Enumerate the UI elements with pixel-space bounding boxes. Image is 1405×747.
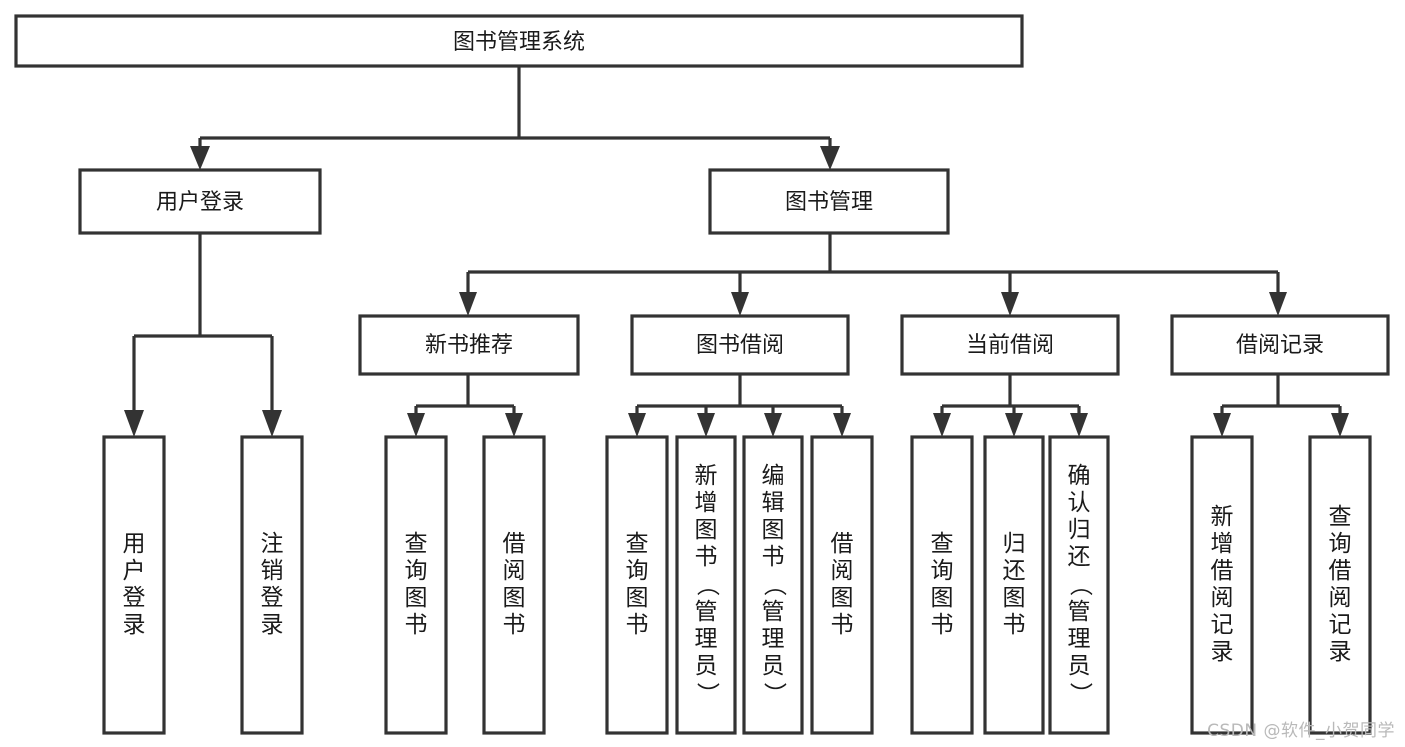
node-leaf-borrow-edit-book-box[interactable] bbox=[742, 435, 804, 735]
node-new-book-recommend[interactable]: 新书推荐 bbox=[358, 314, 580, 376]
node-borrow-record[interactable]: 借阅记录 bbox=[1170, 314, 1390, 376]
arrow-head-to-leaf-record-add bbox=[1213, 413, 1231, 437]
node-current-borrow-box[interactable] bbox=[900, 314, 1120, 376]
arrow-head-to-leaf-rec-borrow-book bbox=[505, 413, 523, 437]
arrow-head-to-leaf-record-query bbox=[1331, 413, 1349, 437]
node-current-borrow[interactable]: 当前借阅 bbox=[900, 314, 1120, 376]
arrow-head-to-book-borrow bbox=[731, 292, 749, 316]
node-new-book-recommend-label: 新书推荐 bbox=[425, 333, 513, 358]
arrow-head-to-leaf-user-login bbox=[124, 410, 144, 437]
node-book-borrow[interactable]: 图书借阅 bbox=[630, 314, 850, 376]
node-root-label: 图书管理系统 bbox=[453, 30, 585, 55]
arrow-head-to-user-login bbox=[190, 146, 210, 170]
node-leaf-current-query-book-box[interactable] bbox=[910, 435, 974, 735]
node-leaf-record-query-box[interactable] bbox=[1308, 435, 1372, 735]
node-leaf-current-confirm-return-box[interactable] bbox=[1048, 435, 1110, 735]
node-leaf-borrow-borrow-book-box[interactable] bbox=[810, 435, 874, 735]
arrow-head-to-leaf-rec-query-book bbox=[407, 413, 425, 437]
node-leaf-rec-borrow-book-box[interactable] bbox=[482, 435, 546, 735]
csdn-watermark: CSDN @软件_小贺同学 bbox=[1207, 721, 1395, 741]
node-leaf-current-return-book-box[interactable] bbox=[983, 435, 1045, 735]
node-current-borrow-label: 当前借阅 bbox=[966, 333, 1054, 358]
node-leaf-record-add-box[interactable] bbox=[1190, 435, 1254, 735]
node-new-book-recommend-box[interactable] bbox=[358, 314, 580, 376]
node-book-borrow-label: 图书借阅 bbox=[696, 333, 784, 358]
node-layer: 图书管理系统 用户登录 图书管理 新书推荐 图书借阅 当前 bbox=[14, 14, 1390, 735]
node-user-login-label: 用户登录 bbox=[156, 190, 244, 215]
node-leaf-user-logout-box[interactable] bbox=[240, 435, 304, 735]
arrow-head-to-leaf-borrow-edit-book bbox=[764, 413, 782, 437]
node-root-box[interactable] bbox=[14, 14, 1024, 68]
node-leaf-rec-query-book-box[interactable] bbox=[384, 435, 448, 735]
arrow-head-to-leaf-borrow-query-book bbox=[628, 413, 646, 437]
node-book-management-box[interactable] bbox=[708, 168, 950, 235]
arrow-head-to-leaf-user-logout bbox=[262, 410, 282, 437]
node-book-management[interactable]: 图书管理 bbox=[708, 168, 950, 235]
node-leaf-borrow-add-book-box[interactable] bbox=[675, 435, 737, 735]
node-root[interactable]: 图书管理系统 bbox=[14, 14, 1024, 68]
arrow-head-to-leaf-current-confirm-return bbox=[1070, 413, 1088, 437]
arrow-head-to-leaf-current-query-book bbox=[933, 413, 951, 437]
arrow-head-to-borrow-record bbox=[1269, 292, 1287, 316]
node-borrow-record-box[interactable] bbox=[1170, 314, 1390, 376]
node-user-login-box[interactable] bbox=[78, 168, 322, 235]
arrow-head-to-book-management bbox=[820, 146, 840, 170]
node-leaf-borrow-query-book-box[interactable] bbox=[605, 435, 669, 735]
arrow-head-to-leaf-borrow-add-book bbox=[697, 413, 715, 437]
arrow-head-to-current-borrow bbox=[1001, 292, 1019, 316]
arrow-head-to-leaf-borrow-borrow-book bbox=[833, 413, 851, 437]
node-leaf-user-login-box[interactable] bbox=[102, 435, 166, 735]
arrow-head-to-leaf-current-return-book bbox=[1005, 413, 1023, 437]
node-user-login[interactable]: 用户登录 bbox=[78, 168, 322, 235]
arrow-head-to-new-book-recommend bbox=[459, 292, 477, 316]
node-book-borrow-box[interactable] bbox=[630, 314, 850, 376]
connector-layer bbox=[124, 66, 1349, 437]
node-borrow-record-label: 借阅记录 bbox=[1236, 333, 1324, 358]
node-book-management-label: 图书管理 bbox=[785, 190, 873, 215]
